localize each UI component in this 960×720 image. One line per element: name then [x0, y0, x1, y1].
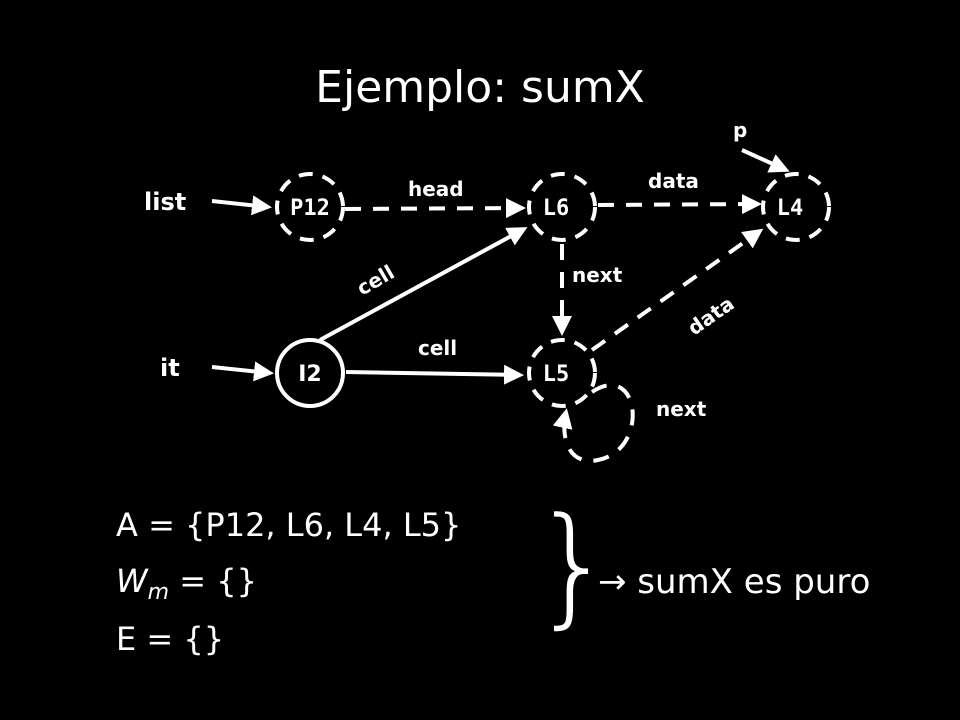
- node-l4-label: L4: [777, 196, 804, 221]
- data-edge-l5-l4: [590, 228, 764, 352]
- equation-w-subscript: m: [147, 580, 170, 606]
- edge-label-data-top: data: [648, 169, 699, 193]
- slide-title: Ejemplo: sumX: [315, 62, 645, 113]
- node-l4-circle: [761, 172, 831, 242]
- cell-edge-i2-l5: [345, 364, 524, 385]
- node-l5-circle: [527, 338, 597, 408]
- node-i2-circle: [275, 338, 345, 408]
- list-arrow: [211, 195, 272, 216]
- node-l5-label: L5: [543, 362, 570, 387]
- edge-label-head: head: [408, 177, 464, 201]
- node-l6-label: L6: [543, 196, 570, 221]
- var-it-label: it: [160, 354, 180, 382]
- right-brace: }: [532, 489, 615, 641]
- edge-label-cell-horizontal: cell: [418, 336, 457, 360]
- equation-w-value: = {}: [169, 562, 257, 600]
- edge-label-next-loop: next: [656, 397, 707, 421]
- edge-label-next-vertical: next: [572, 263, 623, 287]
- p-arrow: [741, 148, 790, 173]
- data-edge-l6-l4: [597, 194, 762, 215]
- var-p-label: p: [733, 118, 747, 142]
- equation-e: E = {}: [116, 620, 225, 658]
- edge-label-cell-diagonal: cell: [353, 260, 399, 300]
- var-list-label: list: [144, 188, 186, 216]
- node-l6-circle: [527, 172, 597, 242]
- node-i2-label: I2: [298, 362, 322, 387]
- head-edge: [344, 198, 526, 219]
- cell-edge-i2-l6: [319, 227, 528, 342]
- edge-label-data-diagonal: data: [683, 291, 738, 340]
- equation-w: Wm = {}: [116, 562, 257, 606]
- conclusion-text: → sumX es puro: [598, 562, 871, 602]
- node-p12-circle: [275, 172, 345, 242]
- it-arrow: [211, 361, 274, 382]
- equation-a: A = {P12, L6, L4, L5}: [116, 506, 462, 544]
- next-self-loop-l5: [552, 383, 635, 463]
- node-p12-label: P12: [290, 196, 330, 221]
- equation-w-symbol: W: [116, 562, 148, 600]
